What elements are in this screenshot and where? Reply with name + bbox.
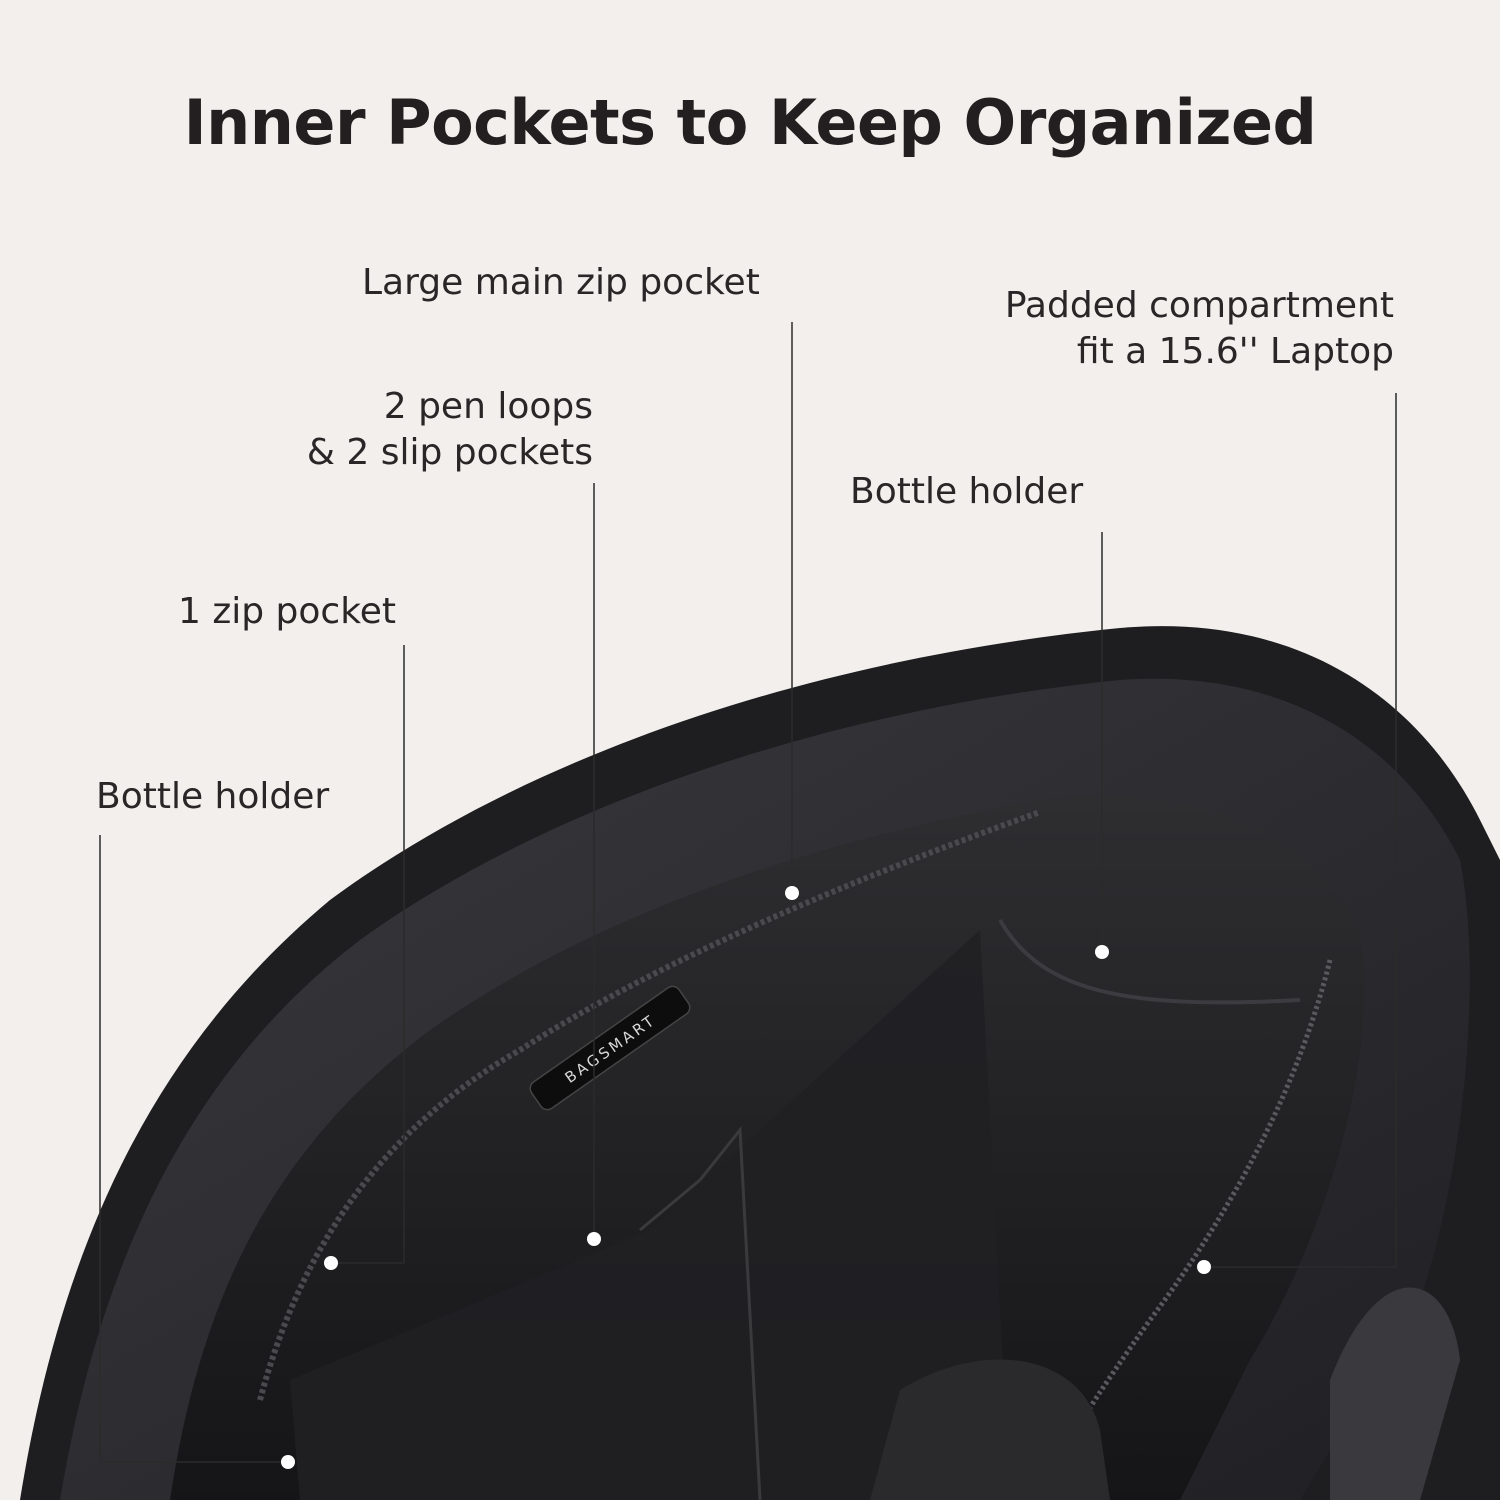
callout-pen-loops-slip-pockets: 2 pen loops & 2 slip pockets xyxy=(307,384,593,476)
dot-bottle-holder-left xyxy=(281,1455,295,1469)
callout-text: fit a 15.6'' Laptop xyxy=(1076,331,1394,372)
callout-text: Padded compartment xyxy=(1004,285,1394,326)
callout-large-main-zip-pocket: Large main zip pocket xyxy=(362,260,760,306)
callout-zip-pocket: 1 zip pocket xyxy=(178,589,396,635)
callout-dots xyxy=(281,886,1211,1469)
dot-zip-pocket xyxy=(324,1256,338,1270)
callout-padded-compartment: Padded compartment fit a 15.6'' Laptop xyxy=(1005,283,1394,375)
dot-pen-loops xyxy=(587,1232,601,1246)
leader-lines xyxy=(99,322,1397,1463)
callout-text: 2 pen loops xyxy=(383,386,593,427)
callout-bottle-holder-right: Bottle holder xyxy=(850,469,1083,515)
dot-bottle-holder-right xyxy=(1095,945,1109,959)
callout-bottle-holder-left: Bottle holder xyxy=(96,774,329,820)
dot-large-main-zip-pocket xyxy=(785,886,799,900)
callout-text: Large main zip pocket xyxy=(362,262,760,303)
callout-text: Bottle holder xyxy=(96,776,330,817)
callout-text: & 2 slip pockets xyxy=(306,432,593,473)
dot-padded-compartment xyxy=(1197,1260,1211,1274)
page-title: Inner Pockets to Keep Organized xyxy=(183,86,1317,159)
callout-text: Bottle holder xyxy=(850,471,1084,512)
callout-text: 1 zip pocket xyxy=(178,591,397,632)
